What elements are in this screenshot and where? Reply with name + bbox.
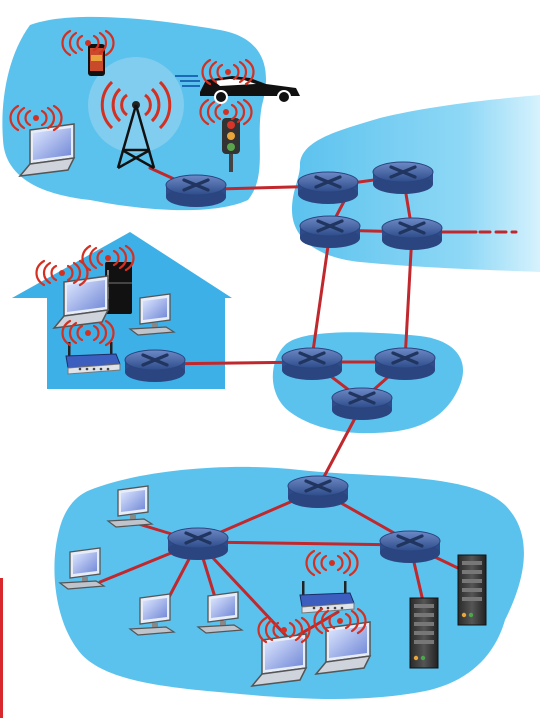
wireless-signal-icon (305, 549, 359, 577)
traffic-light-icon (222, 118, 240, 172)
router-icon (379, 530, 441, 563)
server-icon (409, 597, 439, 669)
router-icon (381, 217, 443, 250)
router-icon (281, 347, 343, 380)
wireless-signal-icon (313, 607, 367, 635)
desktop-icon (128, 293, 176, 336)
cell-tower-icon (88, 57, 184, 170)
desktop-icon (106, 485, 154, 528)
router-icon (167, 527, 229, 560)
wifi-access-point-icon (299, 581, 355, 614)
desktop-icon (196, 591, 244, 634)
car-icon (175, 75, 300, 104)
left-edge-bar (0, 578, 3, 718)
link (196, 540, 412, 547)
router-icon (374, 347, 436, 380)
wireless-signal-icon (61, 29, 115, 57)
laptop-icon (250, 633, 308, 687)
router-icon (299, 215, 361, 248)
laptop-icon (18, 123, 76, 177)
router-icon (287, 475, 349, 508)
wireless-signal-icon (61, 319, 115, 347)
wireless-signal-icon (9, 104, 63, 132)
wireless-signal-icon (81, 244, 135, 272)
routers (124, 161, 443, 563)
laptop-icon (52, 275, 110, 329)
desktop-icon (58, 547, 106, 590)
router-icon (297, 171, 359, 204)
server-icon (457, 554, 487, 626)
link (310, 230, 332, 360)
wireless-signal-icon (35, 259, 89, 287)
wireless-signal-icon (201, 58, 255, 86)
link (403, 232, 414, 362)
wireless-signals (9, 29, 367, 644)
wifi-access-point-icon (65, 342, 121, 375)
router-icon (331, 387, 393, 420)
institutional-network-cloud (54, 466, 524, 699)
router-icon (124, 349, 186, 382)
wireless-signal-icon (199, 98, 253, 126)
router-icon (372, 161, 434, 194)
desktop-icon (128, 593, 176, 636)
router-icon (165, 174, 227, 207)
wireless-signal-icon (257, 616, 311, 644)
